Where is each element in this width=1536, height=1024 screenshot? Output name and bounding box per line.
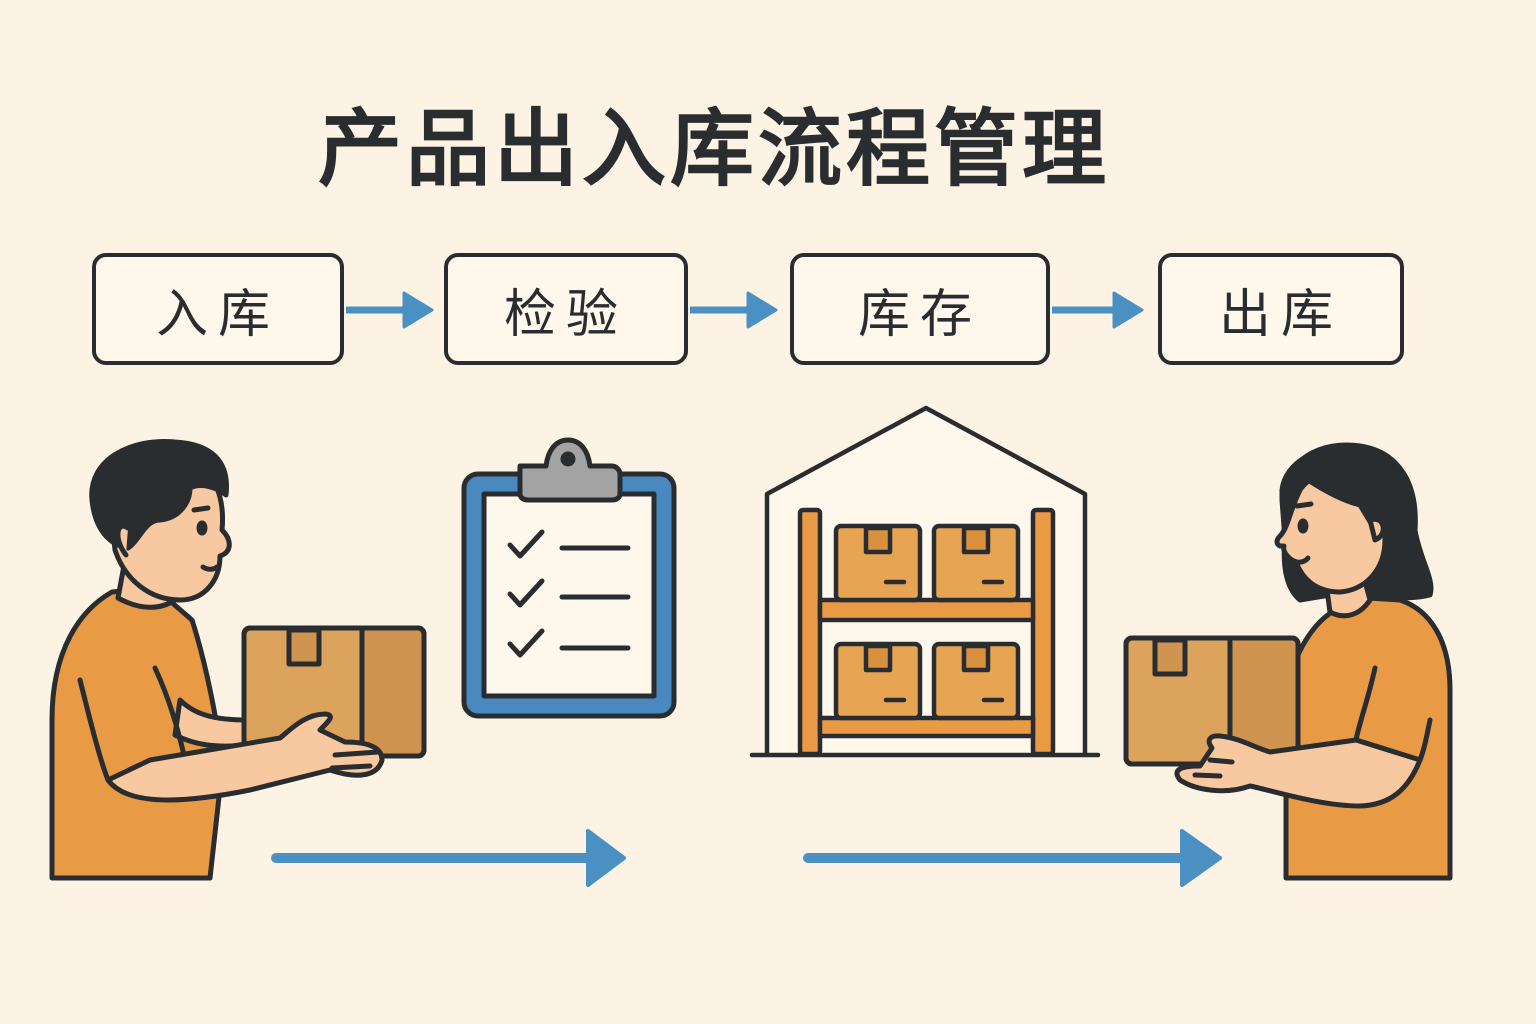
step-outbound: 出库 <box>1158 253 1404 365</box>
step-inventory: 库存 <box>790 253 1050 365</box>
step-arrow-3 <box>1052 291 1144 329</box>
page-title: 产品出入库流程管理 <box>318 100 1111 198</box>
shelf-box <box>931 641 1021 721</box>
shelf-box <box>833 641 923 721</box>
step-label: 检验 <box>503 284 628 345</box>
step-inspection: 检验 <box>444 253 688 365</box>
worker-shipping-illustration <box>1123 442 1453 881</box>
flow-arrow-1 <box>271 829 626 887</box>
checklist-item <box>507 529 631 559</box>
woman-arm <box>1174 733 1423 809</box>
checklist-item <box>507 578 631 608</box>
clip <box>517 437 623 503</box>
shelf-box <box>931 523 1021 603</box>
flow-arrow-2 <box>803 829 1222 887</box>
step-label: 出库 <box>1218 284 1343 345</box>
warehouse-shelves-icon <box>749 405 1101 758</box>
clipboard-checklist-icon <box>461 437 677 719</box>
checklist-item <box>507 628 631 658</box>
shelf-box <box>833 523 923 603</box>
step-label: 库存 <box>857 284 982 345</box>
man-hair <box>89 439 229 551</box>
step-inbound: 入库 <box>92 253 344 365</box>
worker-receiving-illustration <box>49 439 427 881</box>
step-label: 入库 <box>155 284 280 345</box>
step-arrow-1 <box>346 291 434 329</box>
step-arrow-2 <box>690 291 778 329</box>
